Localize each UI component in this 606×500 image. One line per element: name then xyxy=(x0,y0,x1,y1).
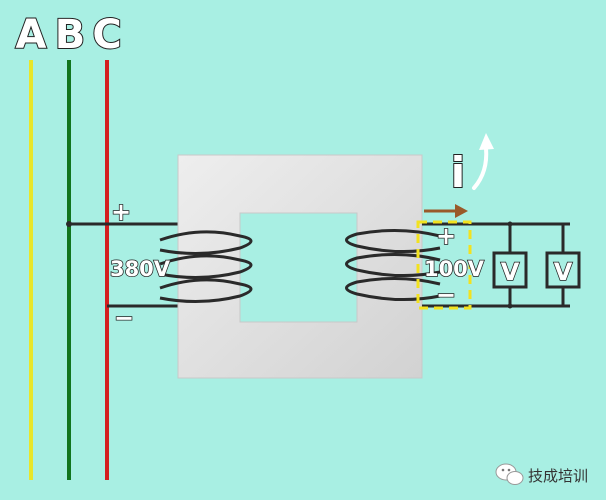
primary-plus-sign: + xyxy=(111,198,131,226)
voltmeter-2-label: V xyxy=(554,258,573,286)
dashed-output-box xyxy=(416,220,472,310)
phase-label-c: C xyxy=(92,12,121,58)
voltmeter-2 xyxy=(545,251,581,289)
secondary-plus-sign: + xyxy=(436,222,456,250)
primary-coil xyxy=(159,230,253,304)
voltmeter-1-label: V xyxy=(501,258,520,286)
current-label: i xyxy=(451,148,465,197)
junction-dot-2 xyxy=(507,303,513,309)
primary-voltage-label: 380V xyxy=(110,257,171,281)
current-arrow-head xyxy=(455,204,468,218)
phase-label-a: A xyxy=(16,12,47,58)
primary-minus-sign: − xyxy=(114,304,134,332)
phase-label-b: B xyxy=(55,12,86,58)
watermark-text: 技成培训 xyxy=(528,467,588,485)
voltmeter-1 xyxy=(492,251,528,289)
curved-arrow-head xyxy=(479,133,494,150)
junction-dot-b xyxy=(66,221,72,227)
secondary-minus-sign: − xyxy=(436,281,456,309)
wechat-icon xyxy=(495,463,524,485)
secondary-voltage-label: 100V xyxy=(424,257,485,281)
transformer-core xyxy=(177,154,423,379)
junction-dot-1 xyxy=(507,221,513,227)
curved-direction-arrow xyxy=(472,146,489,190)
secondary-coil xyxy=(345,228,441,302)
